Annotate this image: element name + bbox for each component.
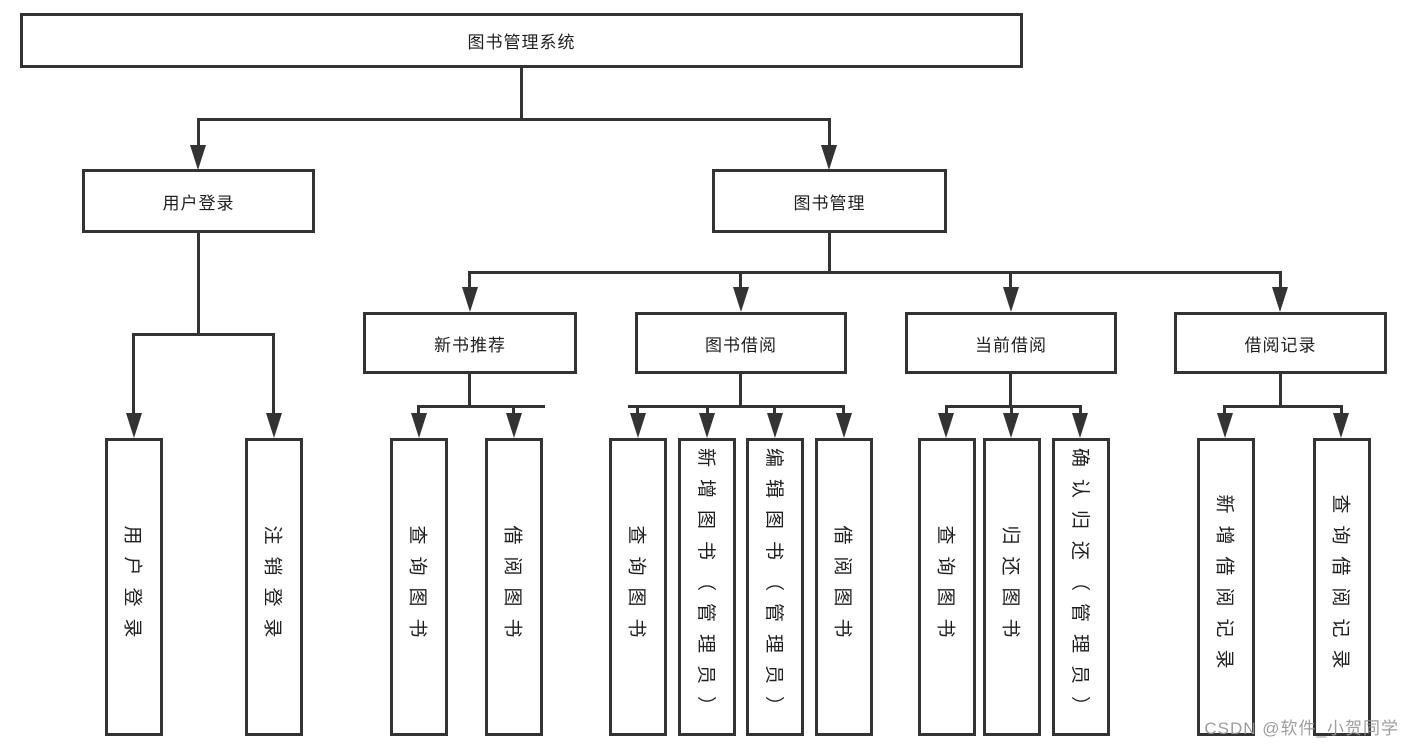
connector-line [1010, 405, 1013, 415]
leaf-logout-label: 注销登录 [261, 524, 283, 650]
connector-line [842, 405, 845, 415]
node-current-borrow: 当前借阅 [905, 312, 1117, 374]
connector-line [739, 374, 742, 408]
leaf-add-book-admin-label: 新增图书（管理员） [694, 447, 716, 727]
arrowhead-down-icon [938, 413, 954, 438]
node-library-system: 图书管理系统 [20, 13, 1023, 68]
connector-line [417, 405, 545, 408]
leaf-query-book-label: 查询图书 [625, 524, 647, 650]
connector-line [1223, 405, 1343, 408]
node-book-management-label: 图书管理 [793, 193, 866, 213]
leaf-add-borrow-record-label: 新增借阅记录 [1213, 493, 1235, 681]
csdn-watermark: CSDN @软件_小贺同学 [1204, 719, 1399, 738]
leaf-add-borrow-record: 新增借阅记录 [1197, 438, 1255, 736]
leaf-user-login: 用户登录 [105, 438, 163, 736]
node-new-book-recommend: 新书推荐 [363, 312, 577, 374]
connector-line [272, 333, 275, 413]
connector-line [197, 233, 200, 336]
leaf-borrow-book-label: 借阅图书 [831, 524, 853, 650]
connector-line [706, 405, 709, 415]
leaf-user-login-label: 用户登录 [121, 524, 143, 650]
arrowhead-down-icon [1333, 413, 1349, 438]
connector-line [828, 118, 831, 146]
leaf-query-borrow-record: 查询借阅记录 [1313, 438, 1371, 736]
arrowhead-down-icon [699, 413, 715, 438]
arrowhead-down-icon [462, 287, 478, 312]
connector-line [468, 374, 471, 408]
node-book-borrow: 图书借阅 [635, 312, 847, 374]
leaf-confirm-return-admin: 确认归还（管理员） [1052, 438, 1110, 736]
leaf-borrow-book-recommend-label: 借阅图书 [501, 524, 523, 650]
connector-line [1009, 374, 1012, 408]
arrowhead-down-icon [630, 413, 646, 438]
leaf-query-book-recommend: 查询图书 [390, 438, 448, 736]
arrowhead-down-icon [1072, 413, 1088, 438]
connector-line [132, 333, 135, 413]
arrowhead-down-icon [836, 413, 852, 438]
connector-line [1279, 374, 1282, 408]
leaf-return-book-label: 归还图书 [999, 524, 1021, 650]
connector-line [197, 118, 200, 146]
connector-line [628, 405, 845, 408]
leaf-return-book: 归还图书 [983, 438, 1041, 736]
node-book-management: 图书管理 [712, 169, 947, 233]
arrowhead-down-icon [1003, 413, 1019, 438]
leaf-query-current-borrow-label: 查询图书 [934, 524, 956, 650]
node-borrow-records: 借阅记录 [1174, 312, 1387, 374]
arrowhead-down-icon [506, 413, 522, 438]
connector-line [739, 271, 742, 288]
node-current-borrow-label: 当前借阅 [975, 335, 1047, 355]
connector-line [636, 405, 639, 415]
node-book-borrow-label: 图书借阅 [705, 335, 777, 355]
connector-line [132, 333, 275, 336]
connector-line [1009, 271, 1012, 288]
arrowhead-down-icon [1272, 287, 1288, 312]
node-user-login: 用户登录 [82, 169, 315, 233]
connector-line [1223, 405, 1226, 415]
arrowhead-down-icon [767, 413, 783, 438]
arrowhead-down-icon [190, 145, 206, 170]
arrowhead-down-icon [733, 287, 749, 312]
arrowhead-down-icon [1003, 287, 1019, 312]
leaf-edit-book-admin: 编辑图书（管理员） [746, 438, 804, 736]
node-library-system-label: 图书管理系统 [467, 33, 576, 52]
arrowhead-down-icon [1217, 413, 1233, 438]
leaf-query-book-recommend-label: 查询图书 [406, 524, 428, 650]
node-new-book-recommend-label: 新书推荐 [434, 335, 506, 355]
connector-line [945, 405, 948, 415]
connector-line [197, 118, 831, 121]
connector-line [417, 405, 420, 415]
leaf-add-book-admin: 新增图书（管理员） [678, 438, 736, 736]
arrowhead-down-icon [266, 413, 282, 438]
connector-line [828, 233, 831, 274]
node-user-login-label: 用户登录 [162, 193, 235, 213]
connector-line [773, 405, 776, 415]
connector-line [512, 405, 515, 415]
leaf-borrow-book-recommend: 借阅图书 [485, 438, 543, 736]
connector-line [468, 271, 471, 288]
connector-line [1279, 271, 1282, 288]
arrowhead-down-icon [411, 413, 427, 438]
arrowhead-down-icon [126, 413, 142, 438]
leaf-confirm-return-admin-label: 确认归还（管理员） [1068, 447, 1090, 727]
leaf-edit-book-admin-label: 编辑图书（管理员） [762, 447, 784, 727]
node-borrow-records-label: 借阅记录 [1244, 335, 1317, 355]
connector-line [1340, 405, 1343, 415]
leaf-borrow-book: 借阅图书 [815, 438, 873, 736]
arrowhead-down-icon [821, 145, 837, 170]
leaf-logout: 注销登录 [245, 438, 303, 736]
connector-line [945, 405, 1082, 408]
leaf-query-current-borrow: 查询图书 [918, 438, 976, 736]
connector-line [520, 68, 523, 119]
connector-line [1079, 405, 1082, 415]
connector-line [468, 271, 1282, 274]
leaf-query-book: 查询图书 [609, 438, 667, 736]
leaf-query-borrow-record-label: 查询借阅记录 [1329, 493, 1351, 681]
